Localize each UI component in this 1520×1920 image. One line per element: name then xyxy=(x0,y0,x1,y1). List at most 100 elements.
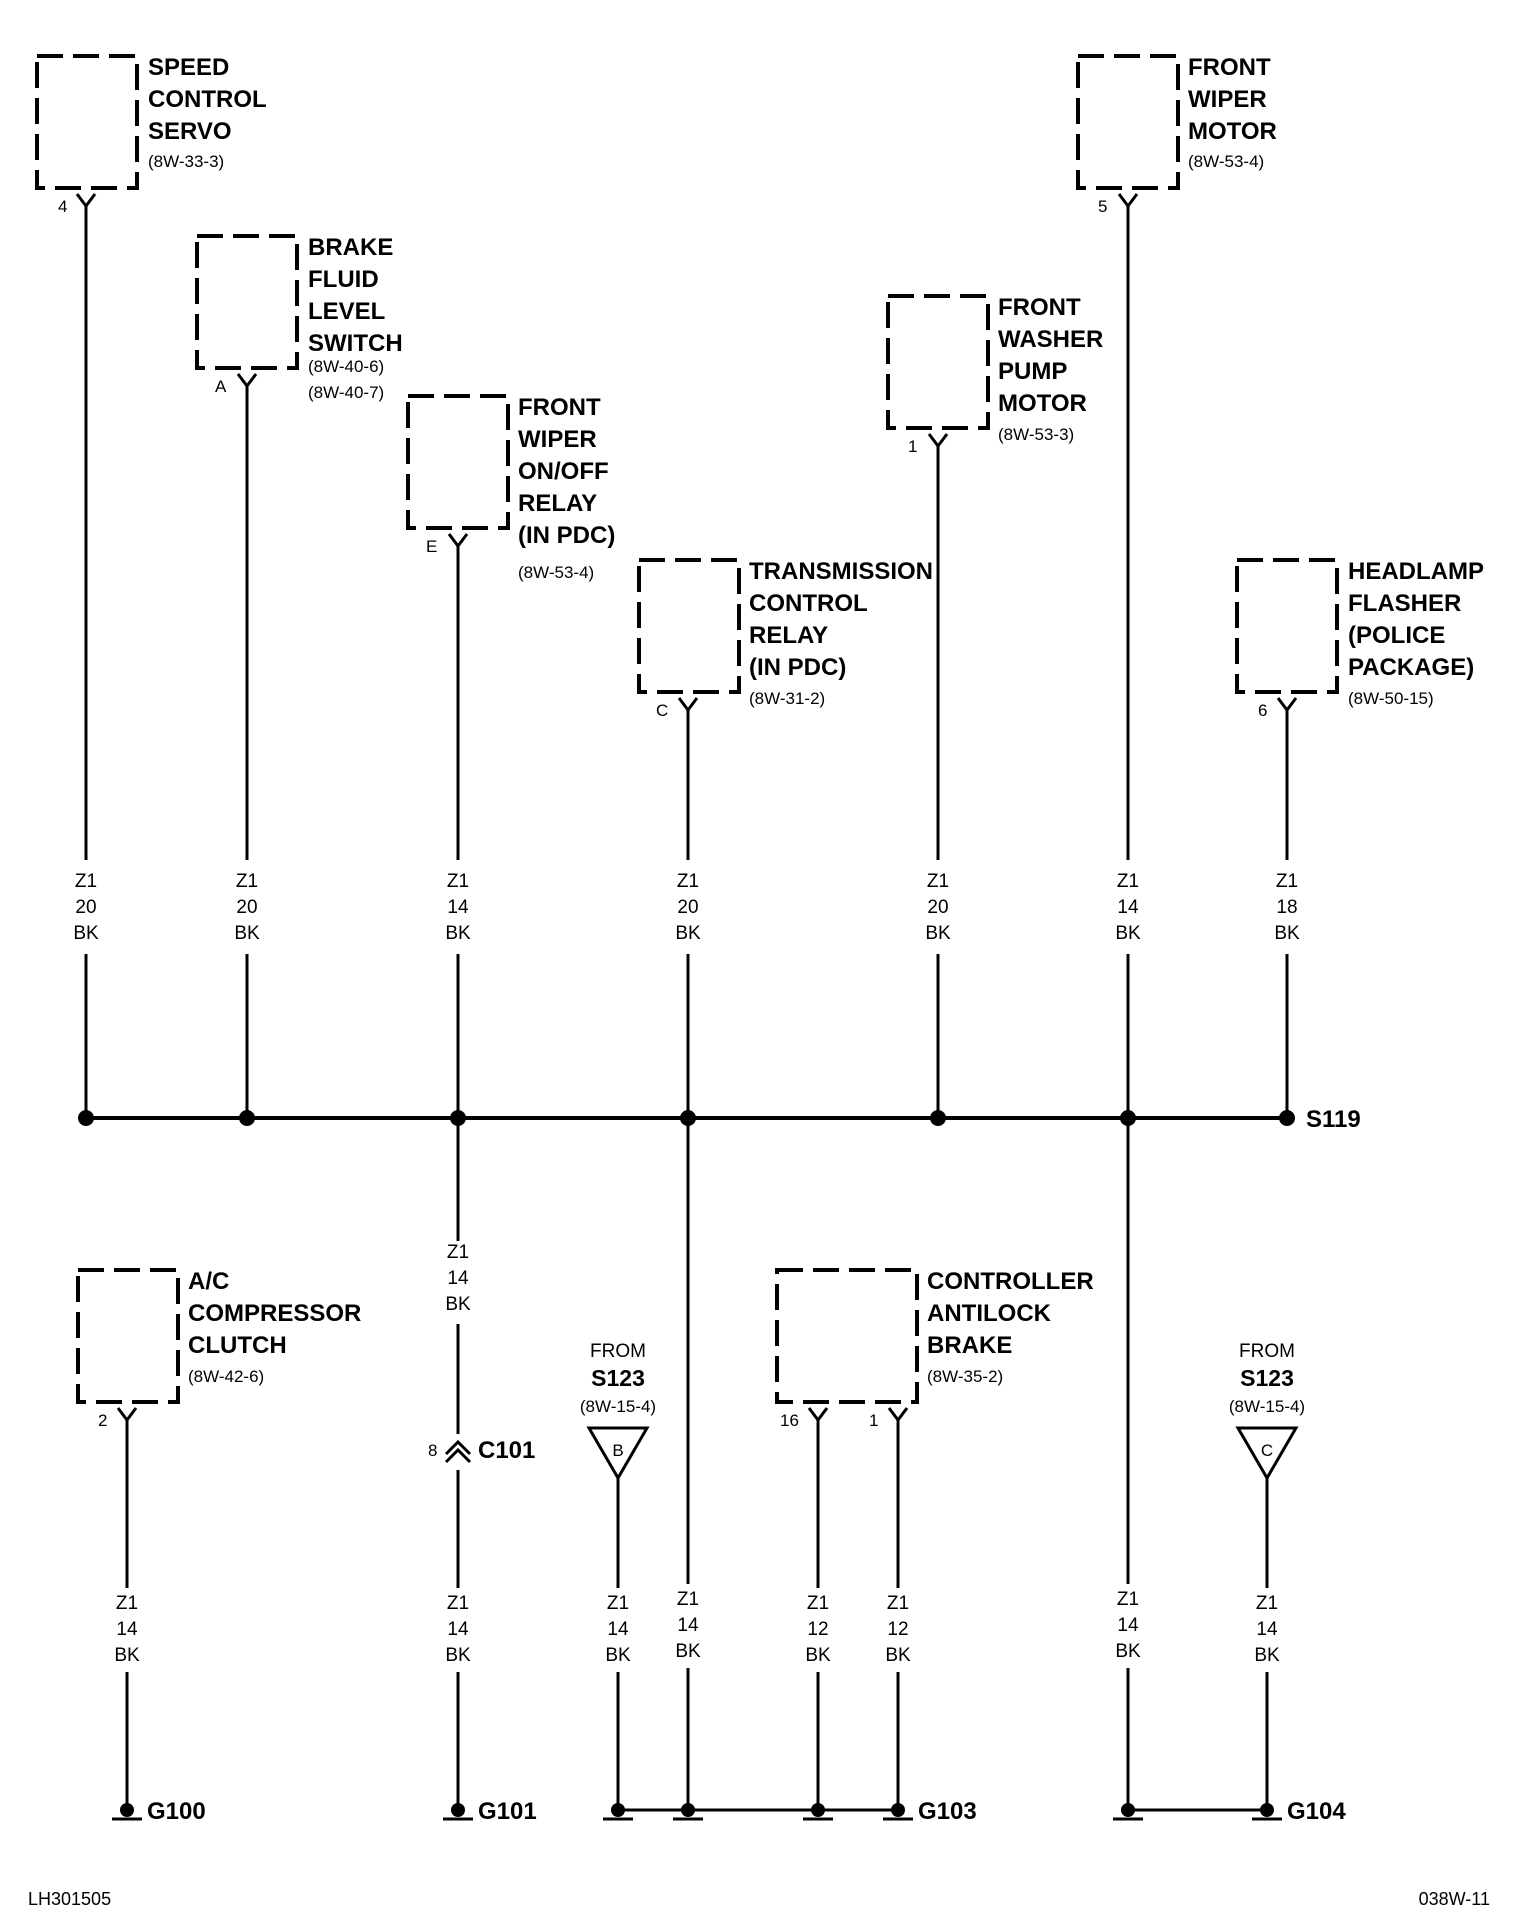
svg-text:(8W-53-4): (8W-53-4) xyxy=(1188,152,1264,171)
svg-text:(8W-33-3): (8W-33-3) xyxy=(148,152,224,171)
svg-text:18: 18 xyxy=(1276,897,1297,918)
svg-text:Z1: Z1 xyxy=(807,1593,829,1614)
svg-text:FRONT: FRONT xyxy=(998,294,1081,321)
svg-text:14: 14 xyxy=(1256,1619,1278,1640)
lower-wire-label: Z1 14 BK xyxy=(1254,1593,1280,1666)
svg-text:MOTOR: MOTOR xyxy=(998,390,1087,417)
svg-text:(8W-15-4): (8W-15-4) xyxy=(1229,1397,1305,1416)
svg-text:BRAKE: BRAKE xyxy=(308,234,393,261)
svg-text:14: 14 xyxy=(1117,1615,1139,1636)
splice-dot xyxy=(239,1110,255,1126)
upper-wire-label: Z1 14 BK xyxy=(1115,871,1141,944)
svg-text:S123: S123 xyxy=(591,1365,645,1391)
svg-text:RELAY: RELAY xyxy=(749,622,828,649)
pin-label: 16 xyxy=(780,1411,799,1430)
ground-g100: G100 xyxy=(112,1798,206,1825)
upper-wire-label: Z1 20 BK xyxy=(234,871,260,944)
from-s123-b: FROM S123 (8W-15-4) B xyxy=(580,1341,656,1481)
lower-wire-label: Z1 12 BK xyxy=(805,1593,831,1666)
lower-wire-label: Z1 14 BK xyxy=(114,1593,140,1666)
svg-text:Z1: Z1 xyxy=(887,1593,909,1614)
lower-wires xyxy=(125,1118,1269,1810)
upper-wire-label: Z1 20 BK xyxy=(73,871,99,944)
svg-text:G103: G103 xyxy=(918,1798,977,1825)
svg-text:Z1: Z1 xyxy=(1256,1593,1278,1614)
svg-text:PACKAGE): PACKAGE) xyxy=(1348,654,1474,681)
svg-text:Z1: Z1 xyxy=(607,1593,629,1614)
svg-text:BK: BK xyxy=(445,923,471,944)
svg-text:S123: S123 xyxy=(1240,1365,1294,1391)
svg-text:G104: G104 xyxy=(1287,1798,1346,1825)
svg-text:BK: BK xyxy=(885,1645,911,1666)
svg-text:Z1: Z1 xyxy=(1276,871,1298,892)
ground-icon xyxy=(451,1803,465,1817)
svg-text:G100: G100 xyxy=(147,1798,206,1825)
pin-label: E xyxy=(426,537,437,556)
svg-text:WIPER: WIPER xyxy=(518,426,597,453)
svg-text:Z1: Z1 xyxy=(447,1593,469,1614)
controller-antilock-brake: CONTROLLER ANTILOCK BRAKE (8W-35-2) 16 1 xyxy=(775,1268,1094,1430)
speed-control-servo: SPEED CONTROL SERVO (8W-33-3) 4 xyxy=(35,54,267,216)
svg-text:CONTROL: CONTROL xyxy=(749,590,868,617)
ground-g101: G101 xyxy=(443,1798,537,1825)
ground-icon xyxy=(891,1803,905,1817)
ground-icon xyxy=(681,1803,695,1817)
ground-icon xyxy=(611,1803,625,1817)
svg-text:(IN PDC): (IN PDC) xyxy=(518,522,615,549)
svg-text:G101: G101 xyxy=(478,1798,537,1825)
pin-label: C xyxy=(656,701,668,720)
svg-text:(8W-53-4): (8W-53-4) xyxy=(518,563,594,582)
svg-text:BK: BK xyxy=(675,923,701,944)
lower-wire-label: Z1 14 BK xyxy=(445,1593,471,1666)
upper-wires xyxy=(84,206,1289,1118)
svg-text:SERVO: SERVO xyxy=(148,118,232,145)
splice-label: S119 xyxy=(1306,1106,1361,1133)
transmission-control-relay: TRANSMISSION CONTROL RELAY (IN PDC) (8W-… xyxy=(637,558,933,720)
svg-text:Z1: Z1 xyxy=(236,871,258,892)
svg-text:CONTROLLER: CONTROLLER xyxy=(927,1268,1094,1295)
svg-text:BK: BK xyxy=(805,1645,831,1666)
lower-wire-label: Z1 12 BK xyxy=(885,1593,911,1666)
svg-text:BK: BK xyxy=(1115,923,1141,944)
svg-text:(8W-40-6): (8W-40-6) xyxy=(308,357,384,376)
svg-text:(8W-15-4): (8W-15-4) xyxy=(580,1397,656,1416)
front-washer-pump-motor: FRONT WASHER PUMP MOTOR (8W-53-3) 1 xyxy=(886,294,1103,456)
svg-text:12: 12 xyxy=(887,1619,908,1640)
svg-text:BK: BK xyxy=(675,1641,701,1662)
svg-text:ON/OFF: ON/OFF xyxy=(518,458,609,485)
svg-text:SPEED: SPEED xyxy=(148,54,229,81)
svg-text:BK: BK xyxy=(1254,1645,1280,1666)
svg-text:(IN PDC): (IN PDC) xyxy=(749,654,846,681)
pin-label: 2 xyxy=(98,1411,107,1430)
svg-text:BK: BK xyxy=(234,923,260,944)
svg-text:B: B xyxy=(612,1441,623,1460)
svg-text:FLUID: FLUID xyxy=(308,266,379,293)
svg-text:20: 20 xyxy=(927,897,948,918)
svg-text:Z1: Z1 xyxy=(677,1589,699,1610)
svg-text:14: 14 xyxy=(1117,897,1139,918)
svg-text:COMPRESSOR: COMPRESSOR xyxy=(188,1300,361,1327)
svg-text:(8W-50-15): (8W-50-15) xyxy=(1348,689,1434,708)
svg-text:20: 20 xyxy=(236,897,257,918)
svg-text:FROM: FROM xyxy=(590,1341,646,1362)
svg-text:BK: BK xyxy=(1115,1641,1141,1662)
pin-label: A xyxy=(215,377,227,396)
svg-text:BK: BK xyxy=(925,923,951,944)
svg-text:HEADLAMP: HEADLAMP xyxy=(1348,558,1484,585)
svg-text:CLUTCH: CLUTCH xyxy=(188,1332,287,1359)
ground-g103: G103 xyxy=(603,1798,977,1825)
svg-text:14: 14 xyxy=(607,1619,629,1640)
page-id: 038W-11 xyxy=(1419,1889,1490,1909)
connector-c101: 8 C101 xyxy=(428,1437,535,1464)
svg-text:RELAY: RELAY xyxy=(518,490,597,517)
svg-text:20: 20 xyxy=(75,897,96,918)
svg-text:14: 14 xyxy=(447,1619,469,1640)
svg-text:BK: BK xyxy=(445,1294,471,1315)
svg-text:Z1: Z1 xyxy=(447,1242,469,1263)
svg-text:(8W-40-7): (8W-40-7) xyxy=(308,383,384,402)
front-wiper-onoff-relay: FRONT WIPER ON/OFF RELAY (IN PDC) (8W-53… xyxy=(406,394,615,582)
svg-text:Z1: Z1 xyxy=(927,871,949,892)
splice-dot xyxy=(1279,1110,1295,1126)
svg-text:BK: BK xyxy=(445,1645,471,1666)
